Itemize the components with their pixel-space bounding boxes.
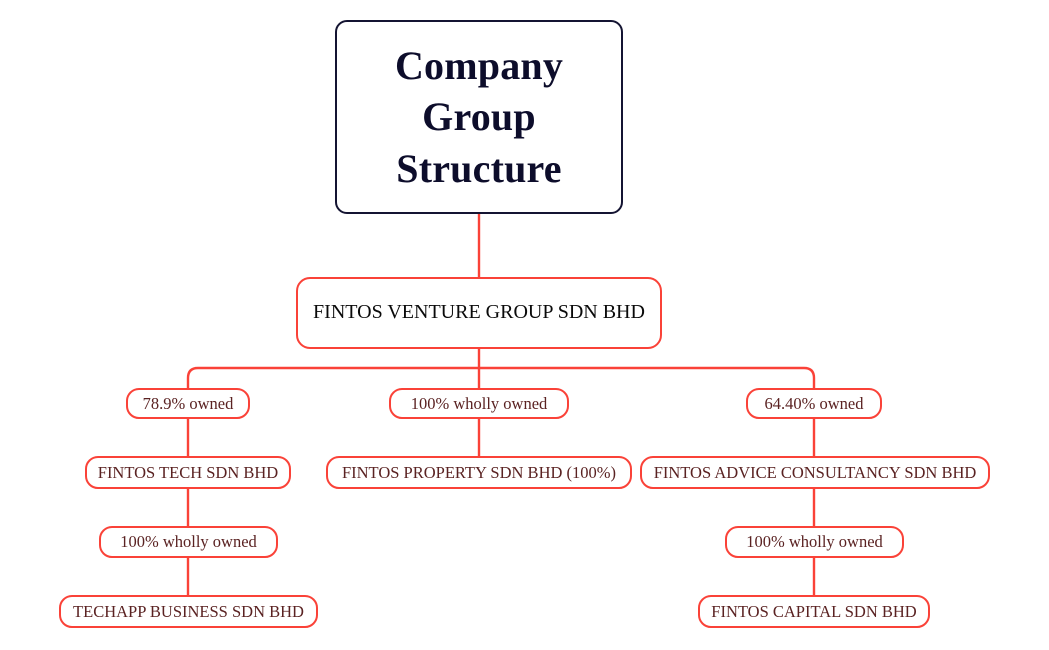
node-company-branch-1-label: FINTOS TECH SDN BHD: [97, 462, 279, 482]
node-ownership-branch-3[interactable]: 64.40% owned: [746, 388, 882, 419]
node-ownership-branch-2-label: 100% wholly owned: [410, 393, 548, 413]
node-ownership-branch-2[interactable]: 100% wholly owned: [389, 388, 569, 419]
node-company-branch-3-label: FINTOS ADVICE CONSULTANCY SDN BHD: [653, 462, 977, 482]
root-title-text: Company Group Structure: [395, 40, 563, 194]
node-sub-ownership-branch-1[interactable]: 100% wholly owned: [99, 526, 278, 558]
node-sub-company-branch-1[interactable]: TECHAPP BUSINESS SDN BHD: [59, 595, 318, 628]
root-title-line-2: Group: [422, 94, 536, 140]
connector-bus-right: [479, 366, 816, 388]
node-sub-company-branch-3[interactable]: FINTOS CAPITAL SDN BHD: [698, 595, 930, 628]
node-ownership-branch-3-label: 64.40% owned: [764, 393, 864, 413]
node-company-branch-1[interactable]: FINTOS TECH SDN BHD: [85, 456, 291, 489]
node-sub-ownership-branch-3-label: 100% wholly owned: [746, 532, 883, 552]
node-company-branch-2[interactable]: FINTOS PROPERTY SDN BHD (100%): [326, 456, 632, 489]
connector-bus-left: [186, 366, 479, 388]
node-company-branch-3[interactable]: FINTOS ADVICE CONSULTANCY SDN BHD: [640, 456, 990, 489]
node-sub-company-branch-3-label: FINTOS CAPITAL SDN BHD: [711, 601, 917, 621]
node-sub-ownership-branch-3[interactable]: 100% wholly owned: [725, 526, 904, 558]
node-sub-company-branch-1-label: TECHAPP BUSINESS SDN BHD: [73, 601, 304, 621]
node-company-branch-2-label: FINTOS PROPERTY SDN BHD (100%): [341, 462, 617, 482]
root-title-line-1: Company: [394, 43, 564, 89]
node-ownership-branch-1[interactable]: 78.9% owned: [126, 388, 250, 419]
node-sub-ownership-branch-1-label: 100% wholly owned: [120, 532, 257, 552]
node-holding-company[interactable]: FINTOS VENTURE GROUP SDN BHD: [296, 277, 662, 349]
root-title-box: Company Group Structure: [335, 20, 623, 214]
root-title-line-3: Structure: [396, 145, 562, 191]
node-ownership-branch-1-label: 78.9% owned: [142, 393, 234, 413]
node-holding-company-label: FINTOS VENTURE GROUP SDN BHD: [313, 301, 645, 324]
